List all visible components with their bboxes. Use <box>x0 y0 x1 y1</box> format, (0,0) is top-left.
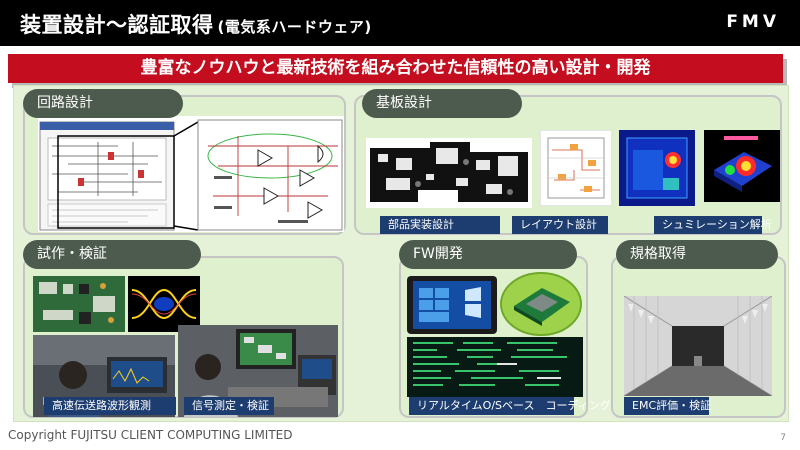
simulation-3d-image <box>704 130 780 202</box>
chip-image <box>500 272 582 336</box>
caption-emc-evaluation: EMC評価・検証 <box>624 397 711 415</box>
page-number: 7 <box>780 433 786 443</box>
brand-logo: FMV <box>726 12 780 32</box>
caption-layout-design: レイアウト設計 <box>512 216 608 234</box>
circuit-design-label: 回路設計 <box>23 89 183 118</box>
tagline-banner: 豊富なノウハウと最新技術を組み合わせた信頼性の高い設計・開発 <box>8 54 783 83</box>
slide-title-sub: (電気系ハードウェア) <box>217 18 372 36</box>
board-design-label: 基板設計 <box>362 89 522 118</box>
slide-title-main: 装置設計～認証取得 <box>20 13 214 37</box>
circuit-schematic-image <box>38 116 344 232</box>
standards-label: 規格取得 <box>616 240 778 269</box>
tablet-windows-image <box>407 276 497 334</box>
copyright-text: Copyright FUJITSU CLIENT COMPUTING LIMIT… <box>8 428 293 442</box>
anechoic-chamber-image <box>624 296 772 396</box>
prototype-board-image <box>33 276 125 332</box>
code-editor-image <box>407 337 583 397</box>
caption-simulation: シュミレーション解析 <box>654 216 772 234</box>
layout-design-image <box>540 130 612 206</box>
caption-signal-measurement: 信号測定・検証 <box>184 397 274 415</box>
header-bar: 装置設計～認証取得(電気系ハードウェア) FMV <box>0 0 800 46</box>
firmware-label: FW開発 <box>399 240 577 269</box>
slide-title: 装置設計～認証取得(電気系ハードウェア) <box>20 9 372 39</box>
caption-rtos-coding: リアルタイムO/Sベース コーディング <box>409 397 611 415</box>
caption-high-speed-waveform: 高速伝送路波形観測 <box>44 397 176 415</box>
eye-diagram-image <box>128 276 200 332</box>
prototype-label: 試作・検証 <box>23 240 201 269</box>
pcb-board-image <box>366 138 532 208</box>
thermal-simulation-image <box>619 130 695 206</box>
caption-component-placement: 部品実装設計 <box>380 216 500 234</box>
